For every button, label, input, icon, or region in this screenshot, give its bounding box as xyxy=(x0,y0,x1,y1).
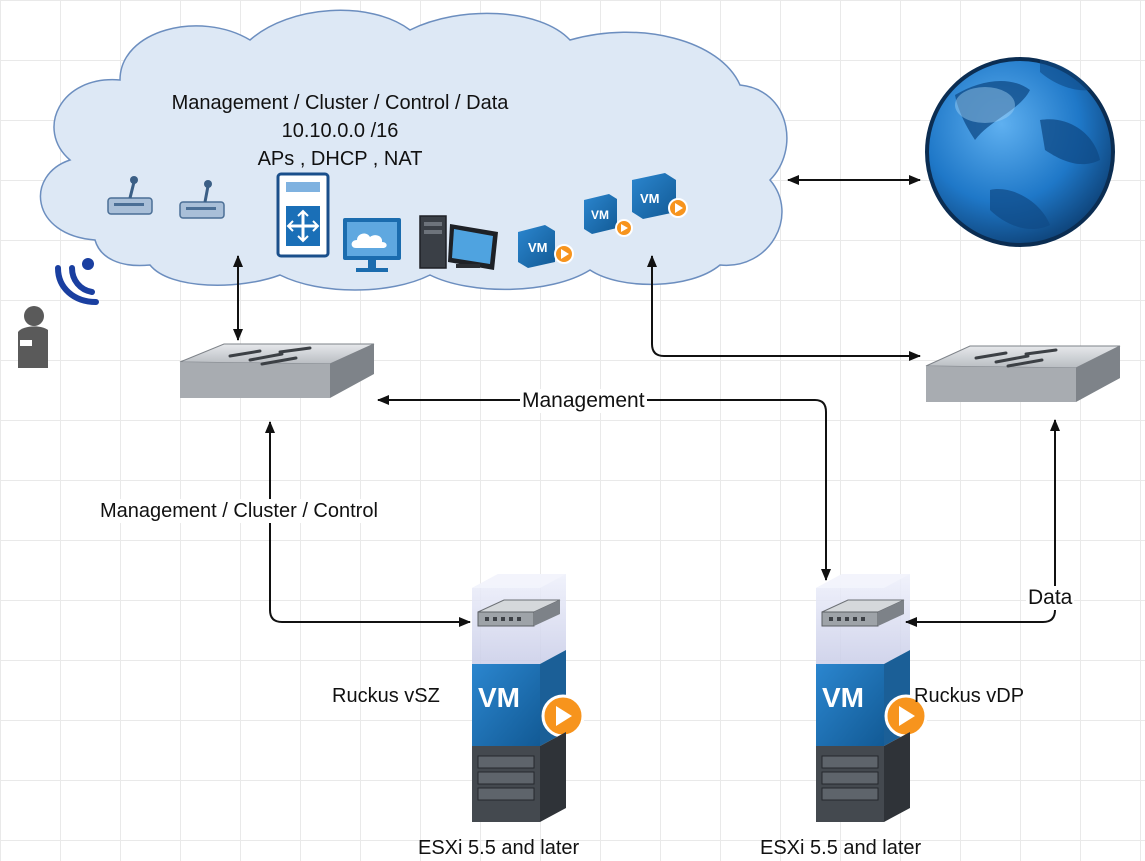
cloud-services: APs , DHCP , NAT xyxy=(257,148,423,170)
vsz-platform-label: ESXi 5.5 and later xyxy=(418,837,580,859)
vm-icon: VM xyxy=(584,194,633,237)
vm-badge: VM xyxy=(591,208,609,222)
vm-icon: VM xyxy=(632,173,688,219)
globe-icon xyxy=(925,57,1115,247)
server-icon: VM xyxy=(816,574,928,822)
vm-badge: VM xyxy=(528,240,548,255)
link-vsz-left-switch xyxy=(265,421,471,627)
cloud-subnet: 10.10.0.0 /16 xyxy=(281,120,399,142)
wifi-icon xyxy=(55,258,99,305)
link-cloud-right-switch xyxy=(647,255,921,361)
access-point-icon xyxy=(179,180,225,219)
mcc-link-label: Management / Cluster / Control xyxy=(98,499,380,523)
user-icon xyxy=(18,306,48,368)
vm-badge: VM xyxy=(822,682,864,713)
management-link-label: Management xyxy=(520,389,647,413)
vsz-host-label: Ruckus vSZ xyxy=(332,685,440,707)
link-management xyxy=(377,395,831,581)
switch-icon xyxy=(925,345,1121,402)
workstation-icon xyxy=(419,215,498,270)
server-icon: VM xyxy=(472,574,585,822)
vdp-host-label: Ruckus vDP xyxy=(914,685,1025,707)
vm-icon: VM xyxy=(518,225,574,268)
cloud-monitor-icon xyxy=(343,218,401,272)
firewall-icon xyxy=(276,172,330,258)
cloud-title: Management / Cluster / Control / Data xyxy=(171,92,509,114)
data-link-label: Data xyxy=(1026,586,1075,610)
link-vdp-data xyxy=(905,419,1060,627)
switch-icon xyxy=(179,343,375,398)
vm-badge: VM xyxy=(640,191,660,206)
access-point-icon xyxy=(107,176,153,215)
vm-badge: VM xyxy=(478,682,520,713)
vdp-platform-label: ESXi 5.5 and later xyxy=(760,837,922,859)
